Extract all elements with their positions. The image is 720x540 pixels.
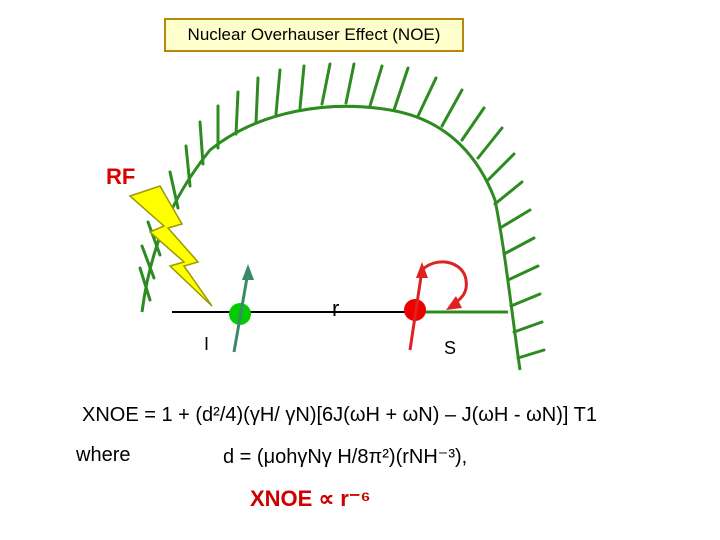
rf-lightning-icon <box>128 185 213 307</box>
title-box: Nuclear Overhauser Effect (NOE) <box>164 18 464 52</box>
distance-label: r <box>332 296 340 321</box>
rf-label: RF <box>106 164 136 189</box>
spin-s-curved-arrow <box>418 260 468 306</box>
wall-hatching <box>138 62 546 360</box>
equation-line-3: XNOE ∝ r⁻⁶ <box>250 486 371 511</box>
spin-s-label: S <box>444 338 457 358</box>
title-text: Nuclear Overhauser Effect (NOE) <box>187 25 441 44</box>
spin-i-arrowhead <box>242 264 254 280</box>
spin-s-curved-arrowhead <box>446 296 462 310</box>
spin-i-label: I <box>204 334 210 354</box>
spin-s-arrow <box>408 269 424 351</box>
equation-line-2: d = (μohγNγ H/8π²)(rNH⁻³), <box>223 446 468 468</box>
equation-line-1: XNOE = 1 + (d²/4)(γH/ γN)[6J(ωH + ωN) – … <box>82 404 597 426</box>
spin-i-arrow <box>232 271 250 353</box>
where-label: where <box>76 444 131 466</box>
container-wall <box>140 104 522 371</box>
